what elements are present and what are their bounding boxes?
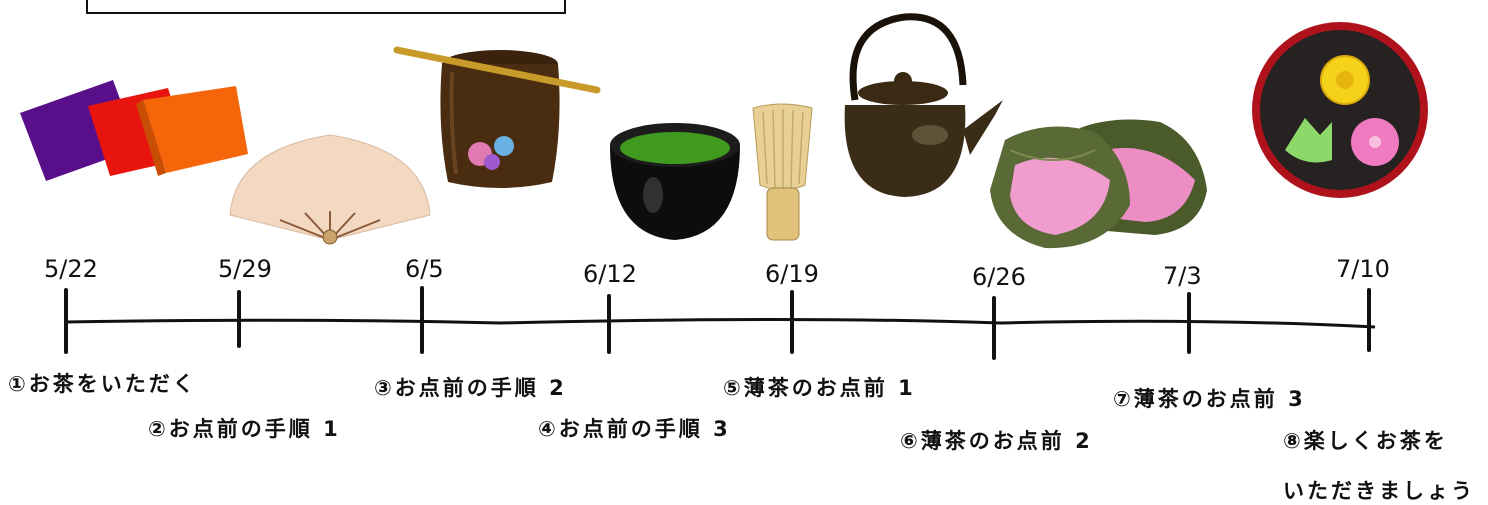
fukusa-cloths-icon [20,80,248,181]
lesson-label: ①お茶をいただく [8,372,197,396]
date-label: 6/26 [972,263,1026,291]
lesson-label: ⑥薄茶のお点前 2 [900,429,1093,453]
date-label: 5/22 [44,255,98,283]
teapot-icon [844,13,1003,197]
wagashi-plate-icon [1252,22,1428,198]
lesson-label: ②お点前の手順 1 [148,417,341,441]
date-label: 7/3 [1163,262,1202,290]
lesson-label: ⑤薄茶のお点前 1 [723,376,916,400]
date-label: 6/19 [765,260,819,288]
title-box [86,0,566,14]
lesson-label: ⑦薄茶のお点前 3 [1113,387,1306,411]
lesson-label: ④お点前の手順 3 [538,417,731,441]
lesson-label: ⑧楽しくお茶を [1283,429,1448,453]
lesson-label-continued: いただきましょう [1283,479,1475,503]
tea-caddy-icon [393,46,601,188]
sakura-mochi-icon [990,119,1207,249]
matcha-bowl-icon [610,123,740,240]
timeline-axis [65,318,1376,329]
folding-fan-icon [229,134,431,245]
date-label: 7/10 [1336,255,1390,283]
tea-whisk-icon [752,103,813,241]
date-label: 5/29 [218,255,272,283]
lesson-label: ③お点前の手順 2 [374,376,567,400]
date-label: 6/5 [405,255,444,283]
date-label: 6/12 [583,260,637,288]
